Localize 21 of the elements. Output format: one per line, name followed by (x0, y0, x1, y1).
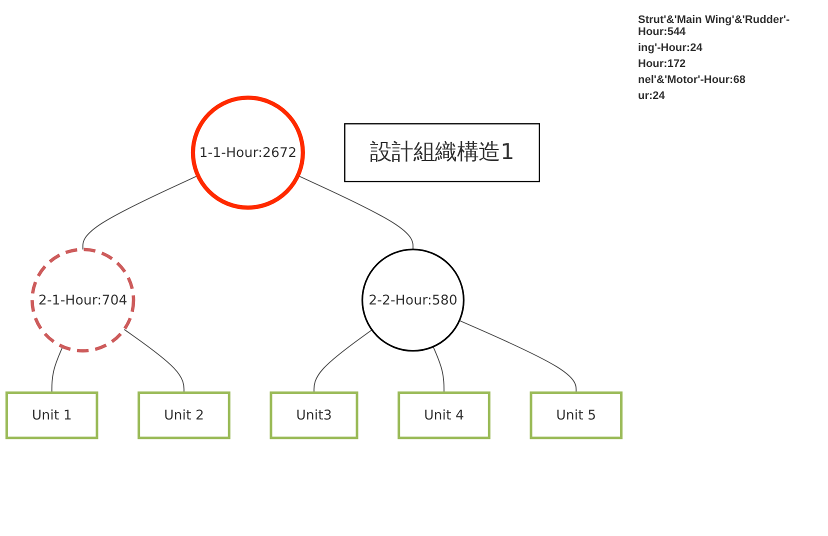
node-box: Unit 4 (398, 392, 490, 440)
connector (124, 329, 184, 393)
node-box: Unit 1 (5, 392, 98, 440)
node-label: ur:24 (638, 90, 666, 102)
node-box: Unit3 (270, 392, 358, 440)
connector (51, 346, 64, 393)
connector (459, 320, 577, 393)
node-circle: 1-1-Hour:2672 (190, 96, 305, 210)
node-box: 設計組織構造1 (344, 123, 540, 182)
node-box: Unit 2 (138, 392, 230, 440)
connector (298, 175, 414, 250)
node-label: Hour:172 (638, 58, 687, 70)
node-circle: 2-2-Hour:580 (361, 248, 465, 352)
node-circle: 2-1-Hour:704 (30, 248, 136, 353)
node-label: ing'-Hour:24 (638, 42, 704, 54)
connector (82, 175, 198, 250)
node-box: Unit 5 (530, 392, 623, 440)
connector (432, 346, 445, 393)
node-label: Strut'&'Main Wing'&'Rudder'-Hour:544 (638, 14, 791, 38)
connector (314, 330, 372, 393)
node-label: nel'&'Motor'-Hour:68 (638, 74, 746, 86)
